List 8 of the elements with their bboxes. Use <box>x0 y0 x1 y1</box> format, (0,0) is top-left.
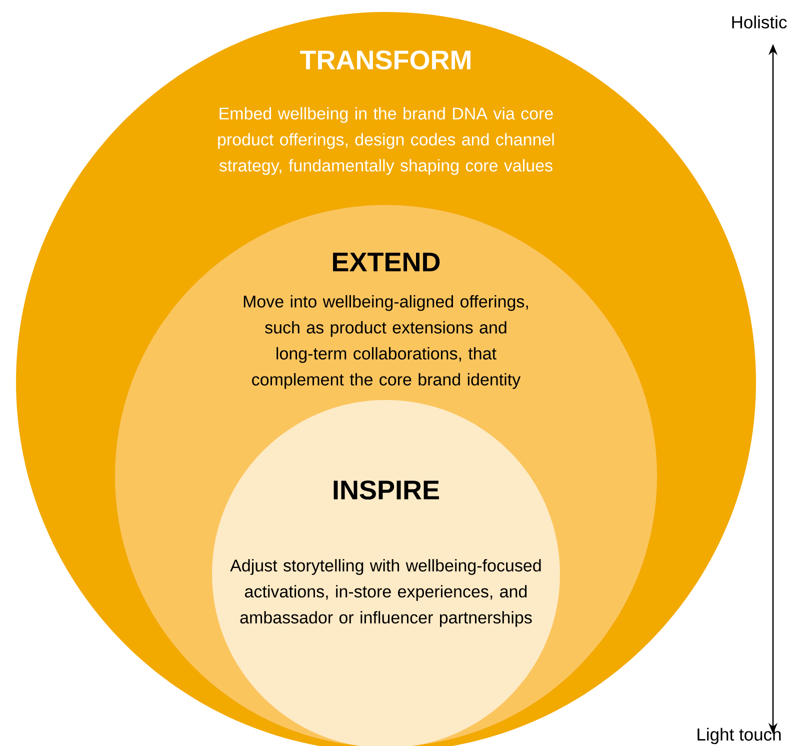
description-text: Move into wellbeing-aligned offerings, such as product extensions and long-term collaborations, that complement the core brand identity <box>244 295 528 389</box>
description-text: Embed wellbeing in the brand DNA via core product offerings, design codes and channel strategy, fundamentally shaping core values <box>218 107 554 175</box>
circle-title: TRANSFORM <box>300 50 470 70</box>
circle-title: EXTEND <box>333 252 440 272</box>
scale-label: Holistic <box>732 16 787 28</box>
description-text: Adjust storytelling with wellbeing-focused activations, in-store experiences, and ambassador or influencer partnerships <box>230 559 541 627</box>
scale-label: Light touch <box>698 728 781 744</box>
circle-title: INSPIRE <box>334 480 439 500</box>
